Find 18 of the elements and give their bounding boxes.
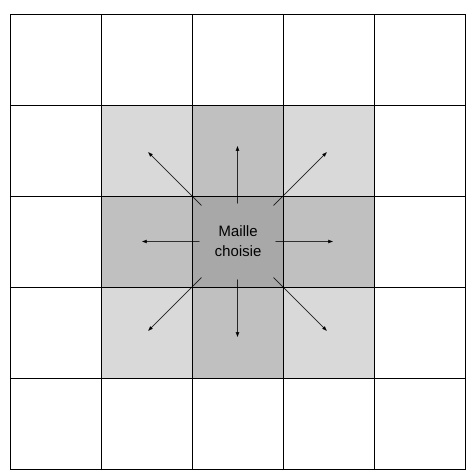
grid-cell (283, 105, 375, 197)
arrow (236, 146, 240, 204)
selected-cell (192, 196, 284, 288)
grid-cell (283, 287, 375, 379)
arrow (142, 240, 200, 244)
grid-cell (10, 14, 102, 106)
grid-cell (10, 378, 102, 470)
arrow (236, 279, 240, 337)
grid-cell (283, 196, 375, 288)
grid-cell (192, 287, 284, 379)
grid-cell (374, 14, 466, 106)
grid-cell (101, 105, 193, 197)
grid-cell (192, 105, 284, 197)
grid-cell (101, 196, 193, 288)
arrow (275, 240, 333, 244)
grid-cell (374, 378, 466, 470)
cell-label: Maille choisie (214, 222, 262, 262)
grid-cell (101, 287, 193, 379)
